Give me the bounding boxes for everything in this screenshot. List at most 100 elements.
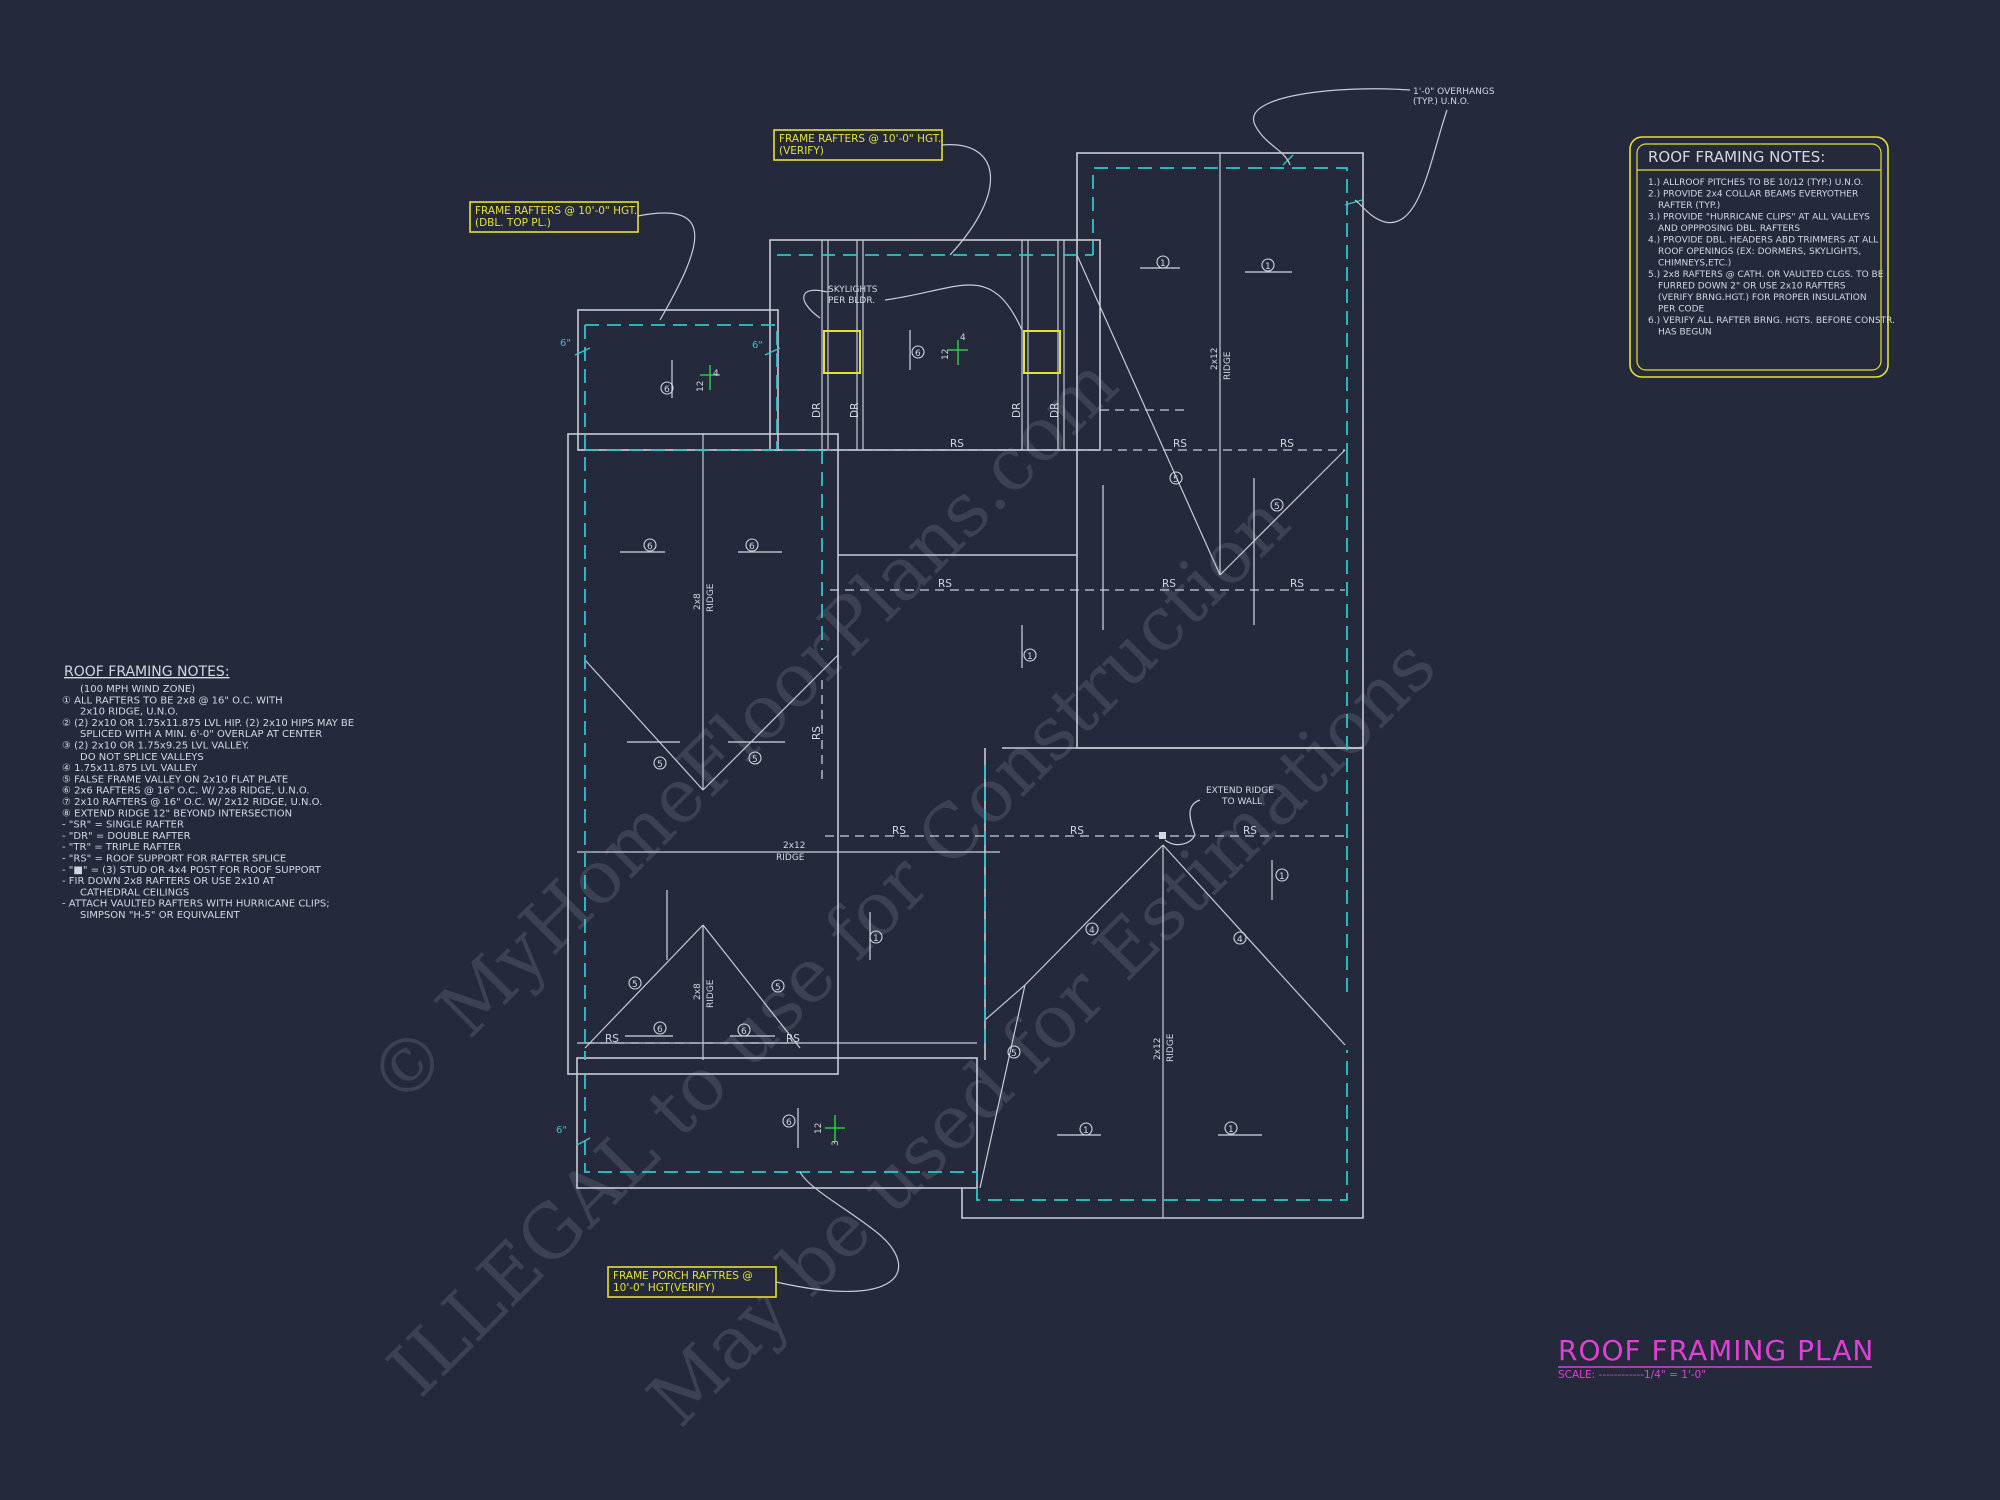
ridge-label: RIDGE <box>776 853 805 863</box>
ridge-size-label: 2x12 <box>783 841 806 851</box>
pitch-label: 4 <box>960 333 966 343</box>
rafter-marker <box>1224 1121 1238 1135</box>
ridge-label: RIDGE <box>1223 351 1233 380</box>
rafter-marker-number: 5 <box>1274 502 1280 512</box>
overhang-line <box>584 1050 1348 1201</box>
leader-line <box>775 1171 899 1292</box>
notes-right-item: ROOF OPENINGS (EX: DORMERS, SKYLIGHTS, <box>1658 247 1861 257</box>
notes-left-item: ④ 1.75x11.875 LVL VALLEY <box>62 763 198 774</box>
overhang-tick <box>764 347 781 356</box>
rafter-marker <box>911 345 925 359</box>
notes-right-item: FURRED DOWN 2" OR USE 2x10 RAFTERS <box>1658 282 1846 292</box>
notes-left-item: ③ (2) 2x10 OR 1.75x9.25 LVL VALLEY. <box>62 741 249 752</box>
rafter-marker <box>653 1021 667 1035</box>
leader-line <box>1164 799 1201 846</box>
notes-left-item: (100 MPH WIND ZONE) <box>80 684 195 695</box>
ridge-size-label: 2x8 <box>693 593 703 610</box>
rs-label: RS <box>892 825 906 837</box>
notes-left-item: - "TR" = TRIPLE RAFTER <box>62 842 181 853</box>
overhang-dim-label: 6" <box>560 338 571 349</box>
valley-line <box>702 654 839 791</box>
skylight <box>823 330 861 374</box>
notes-left-item: - ATTACH VAULTED RAFTERS WITH HURRICANE … <box>62 899 330 910</box>
plan-title: ROOF FRAMING PLAN <box>1558 1334 1874 1367</box>
ridge-label: RIDGE <box>706 979 716 1008</box>
notes-left-item: ⑧ EXTEND RIDGE 12" BEYOND INTERSECTION <box>62 808 292 819</box>
overhang-tick <box>1344 199 1363 206</box>
overhang-line <box>585 324 778 450</box>
notes-left-item: CATHEDRAL CEILINGS <box>80 887 189 898</box>
hip-line <box>984 984 1026 1021</box>
rafter-marker <box>1261 258 1275 272</box>
rafter-marker-number: 1 <box>873 934 879 944</box>
notes-right-item: 2.) PROVIDE 2x4 COLLAR BEAMS EVERYOTHER <box>1648 190 1858 200</box>
rafter-marker-number: 5 <box>1173 475 1179 485</box>
notes-left-list: (100 MPH WIND ZONE)① ALL RAFTERS TO BE 2… <box>62 684 354 921</box>
dr-label: DR <box>1011 403 1023 418</box>
rs-label: RS <box>1070 825 1084 837</box>
rs-label: RS <box>1280 438 1294 450</box>
rafter-marker-number: 1 <box>1083 1126 1089 1136</box>
ridge-label: RIDGE <box>1166 1033 1176 1062</box>
notes-right-item: RAFTER (TYP.) <box>1658 201 1720 211</box>
rafter-marker-number: 1 <box>1279 872 1285 882</box>
notes-right-heading: ROOF FRAMING NOTES: <box>1648 148 1825 166</box>
wall-block-nw <box>577 309 779 451</box>
callout-text: FRAME RAFTERS @ 10'-0" HGT. <box>779 133 941 145</box>
rafter-marker <box>1169 471 1183 485</box>
dr-label: DR <box>849 403 861 418</box>
pitch-label: 12 <box>941 349 951 360</box>
callout-skylights-line1: SKYLIGHTS <box>828 285 878 295</box>
hip-line <box>1076 254 1221 576</box>
rafter-marker <box>660 381 674 395</box>
notes-left-item: SPLICED WITH A MIN. 6'-0" OVERLAP AT CEN… <box>80 729 322 740</box>
callout-box <box>469 201 639 233</box>
rafter-marker <box>748 751 762 765</box>
callout-overhangs-line1: 1'-0" OVERHANGS <box>1413 87 1495 97</box>
hip-line <box>979 984 1026 1189</box>
pitch-label: 4 <box>713 369 719 379</box>
callout-extend-ridge-line2: TO WALL <box>1221 797 1262 807</box>
overhang-dim-label: 6" <box>752 340 763 351</box>
dr-label: DR <box>811 403 823 418</box>
rs-label: RS <box>811 726 823 740</box>
rafter-marker-number: 1 <box>1027 652 1033 662</box>
notes-box-right: ROOF FRAMING NOTES: 1.) ALLROOF PITCHES … <box>1629 136 1895 378</box>
rafter-marker <box>1233 931 1247 945</box>
notes-right-item: 1.) ALLROOF PITCHES TO BE 10/12 (TYP.) U… <box>1648 178 1863 188</box>
rafter-marker-number: 6 <box>915 349 921 359</box>
pitch-label: 12 <box>814 1123 824 1134</box>
notes-left-item: ① ALL RAFTERS TO BE 2x8 @ 16" O.C. WITH <box>62 695 283 706</box>
rafter-marker-number: 5 <box>752 755 758 765</box>
rs-label: RS <box>950 438 964 450</box>
hip-line <box>1162 844 1346 1046</box>
notes-right-list: 1.) ALLROOF PITCHES TO BE 10/12 (TYP.) U… <box>1648 178 1895 338</box>
callout-text: FRAME PORCH RAFTRES @ <box>613 1270 753 1282</box>
notes-right-item: HAS BEGUN <box>1658 328 1712 338</box>
valley-line <box>584 924 704 1049</box>
rafter-marker-number: 4 <box>1089 926 1095 936</box>
overhang-dim-label: 6" <box>556 1125 567 1136</box>
wall-block-north <box>769 239 1101 451</box>
rafter-marker <box>782 1114 796 1128</box>
post-marker <box>1159 832 1166 839</box>
rafter-marker <box>1007 1045 1021 1059</box>
notes-right-item: (VERIFY BRNG.HGT.) FOR PROPER INSULATION <box>1658 293 1867 303</box>
notes-box-inner <box>1636 143 1882 371</box>
callout-overhangs-line2: (TYP.) U.N.O. <box>1413 97 1469 107</box>
pitch-markers <box>700 340 968 1142</box>
callout-box <box>607 1266 777 1298</box>
callout-text: (VERIFY) <box>779 145 824 157</box>
notes-right-item: CHIMNEYS,ETC.) <box>1658 259 1731 269</box>
rafter-marker <box>1270 498 1284 512</box>
rafter-marker <box>643 538 657 552</box>
leader-line <box>884 284 1023 331</box>
rafter-marker <box>1275 868 1289 882</box>
rafter-marker <box>771 979 785 993</box>
pitch-label: 3 <box>831 1140 841 1146</box>
leader-line <box>1252 88 1411 166</box>
rs-label: RS <box>1162 578 1176 590</box>
rs-label: RS <box>1290 578 1304 590</box>
title-block: ROOF FRAMING PLAN SCALE: ------------1/4… <box>1558 1334 1874 1381</box>
notes-left-item: 2x10 RIDGE, U.N.O. <box>80 707 178 718</box>
